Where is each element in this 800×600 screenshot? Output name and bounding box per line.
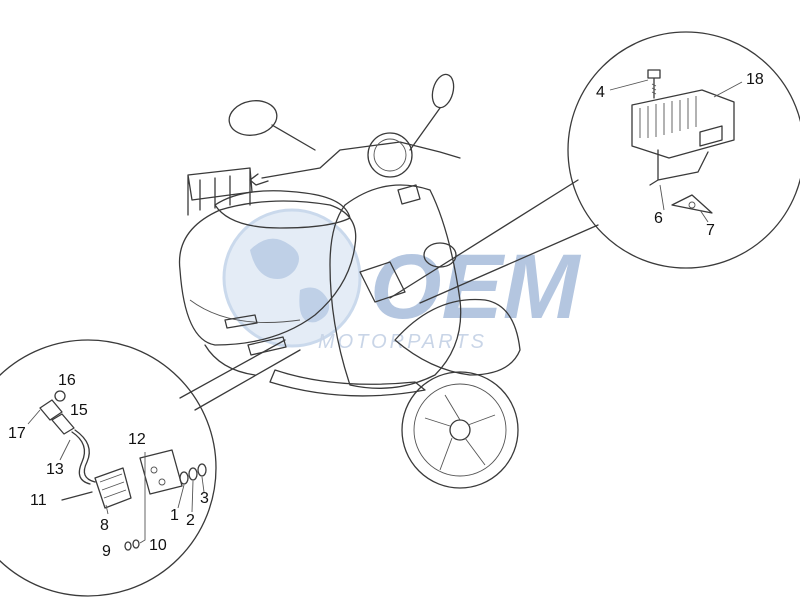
part-number-18: 18: [746, 71, 764, 88]
part-number-15: 15: [70, 402, 88, 419]
part-number-9: 9: [102, 543, 111, 560]
part-number-11: 11: [30, 492, 47, 509]
washer-1: [179, 471, 189, 485]
washer-2: [188, 467, 198, 481]
bracket-6: [649, 149, 709, 186]
cap-16: [54, 390, 66, 402]
detail-circle-top: [567, 31, 800, 269]
watermark-sub: MOTORPARTS: [318, 331, 487, 353]
connector-15: [39, 399, 63, 421]
cable-13: [71, 431, 91, 485]
part-number-10: 10: [149, 537, 167, 554]
watermark-brand: OEM: [370, 236, 582, 338]
nut-10: [132, 539, 140, 549]
leader-line-top: [389, 179, 579, 299]
watermark-continents: [250, 238, 330, 323]
part-number-17: 17: [8, 425, 26, 442]
leader-line-bottom: [194, 349, 301, 411]
part-number-2: 2: [186, 512, 195, 529]
voltage-regulator-detail: 4 18 6 7: [389, 31, 800, 304]
rear-wheel: [204, 344, 256, 376]
front-wheel: [401, 371, 519, 489]
front-fender: [394, 298, 521, 376]
rear-rack: [187, 167, 253, 216]
part-number-1: 1: [170, 507, 179, 524]
screw-4: [647, 69, 661, 99]
washer-9: [124, 541, 132, 551]
regulator-18: [631, 89, 735, 159]
module-8: [94, 467, 132, 509]
right-mirror: [431, 73, 455, 109]
part-number-8: 8: [100, 517, 109, 534]
headlight: [367, 132, 413, 178]
part-number-6: 6: [654, 210, 663, 227]
nut-3: [197, 463, 207, 477]
part-number-16: 16: [58, 372, 76, 389]
floorboard: [269, 369, 426, 397]
legshield: [329, 184, 462, 389]
part-number-3: 3: [200, 490, 209, 507]
bracket-12: [139, 449, 183, 495]
part-number-7: 7: [706, 222, 715, 239]
scooter-outline: [178, 73, 521, 489]
rear-body: [178, 200, 357, 346]
detail-circle-bottom: [0, 339, 217, 597]
cover-7: [671, 194, 713, 214]
screw-11: [61, 491, 93, 501]
leader-line-top-2: [419, 224, 599, 304]
left-mirror: [228, 100, 278, 136]
oem-motorparts-watermark: OEM MOTORPARTS: [222, 208, 582, 353]
part-number-13: 13: [46, 461, 64, 478]
part-number-4: 4: [596, 84, 605, 101]
wiring-detail: 16 15 17 13 12 11 8 1 2 3 9 10: [0, 339, 301, 597]
part-number-12: 12: [128, 431, 146, 448]
leader-line-bottom-2: [179, 339, 286, 399]
